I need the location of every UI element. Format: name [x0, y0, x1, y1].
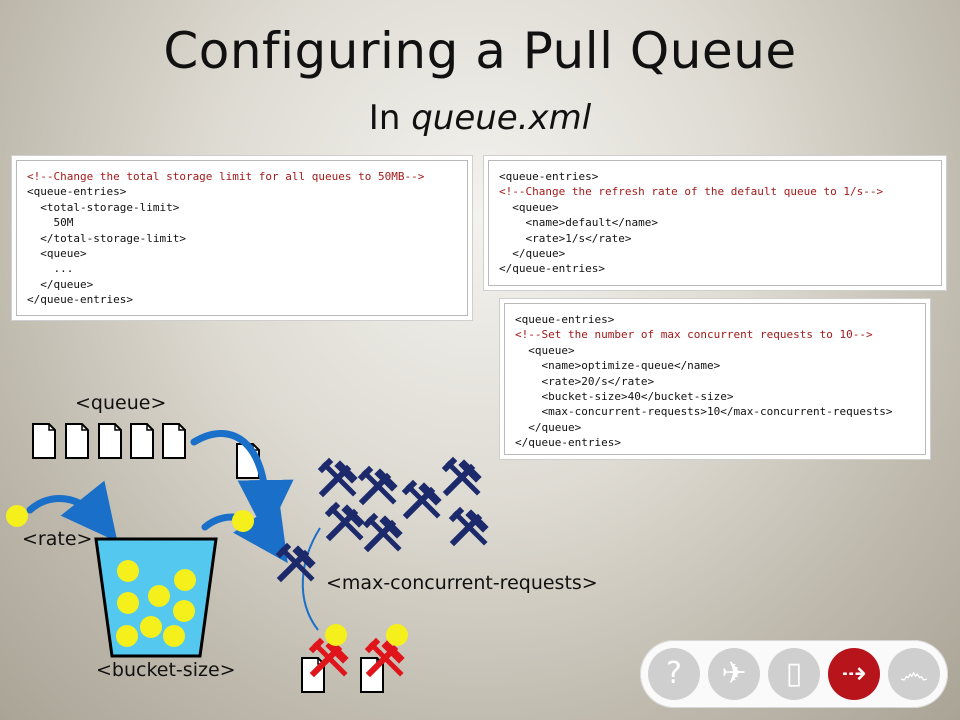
bucket-token [117, 560, 139, 582]
code-block-max-concurrent: <queue-entries> <!--Set the number of max… [504, 303, 926, 455]
next-icon[interactable]: ⇢ [828, 648, 880, 700]
fan-arrows [301, 527, 321, 631]
task-doc [32, 423, 56, 459]
worker-tools-idle [280, 461, 484, 578]
code-line: </queue> [499, 247, 566, 261]
worker-tool-icon [446, 461, 477, 492]
busy-workers [301, 624, 408, 693]
rate-token [6, 505, 28, 527]
code-line: <!--Set the number of max concurrent req… [515, 328, 873, 342]
code-line: <queue> [27, 247, 87, 261]
code-line: <queue-entries> [499, 170, 599, 183]
code-line: <max-concurrent-requests>10</max-concurr… [515, 405, 893, 419]
worker-tool-icon [329, 506, 360, 537]
code-line: <queue-entries> [515, 313, 615, 326]
bucket-token [174, 569, 196, 591]
code-line: ... [27, 262, 74, 276]
code-block-storage-limit: <!--Change the total storage limit for a… [16, 160, 468, 316]
worker-tool-icon [406, 484, 437, 515]
max-concurrent-label: <max-concurrent-requests> [326, 572, 598, 594]
code-line: </queue> [27, 277, 94, 291]
task-doc [98, 423, 122, 459]
subtitle-filename: queue.xml [411, 98, 592, 138]
queue-label: <queue> [75, 392, 167, 414]
code-line: <queue> [515, 343, 575, 357]
bucket-token [117, 592, 139, 614]
code-line: </queue-entries> [499, 262, 605, 276]
code-line: <bucket-size>40</bucket-size> [515, 390, 734, 404]
subtitle-prefix: In [368, 98, 412, 138]
task-doc [130, 423, 154, 459]
code-line: <rate>1/s</rate> [499, 231, 632, 245]
code-line: <!--Change the refresh rate of the defau… [499, 185, 884, 199]
consumed-token [325, 624, 347, 646]
code-line: <queue> [499, 200, 559, 214]
bucket-token [173, 600, 195, 622]
bucket-token [140, 616, 162, 638]
worker-tool-icon [322, 462, 353, 493]
glasses-icon[interactable]: ෴ [888, 648, 940, 700]
worker-tool-icon [362, 470, 393, 501]
code-line: <!--Change the total storage limit for a… [27, 170, 425, 183]
bucket-token [163, 625, 185, 647]
code-content: <queue-entries> <!--Set the number of max… [505, 304, 925, 459]
rate-label: <rate> [22, 528, 93, 550]
code-line: <name>optimize-queue</name> [515, 359, 721, 373]
bucket-size-label: <bucket-size> [96, 659, 236, 681]
slide-nav-bar: ? ✈ ▯ ⇢ ෴ [640, 640, 948, 708]
token-bucket [94, 537, 218, 658]
code-line: </queue-entries> [27, 293, 133, 307]
code-line: <name>default</name> [499, 216, 658, 230]
code-line: </queue-entries> [515, 436, 621, 450]
code-content: <queue-entries> <!--Change the refresh ra… [489, 161, 941, 285]
worker-tool-icon [453, 511, 484, 542]
code-content: <!--Change the total storage limit for a… [17, 161, 467, 316]
help-icon[interactable]: ? [648, 648, 700, 700]
code-line: </queue> [515, 420, 582, 434]
slide-subtitle: In queue.xml [0, 98, 960, 138]
worker-tool-icon [280, 547, 311, 578]
code-line: <rate>20/s</rate> [515, 374, 655, 388]
task-doc [65, 423, 89, 459]
rate-token [232, 510, 254, 532]
code-line: 50M [27, 216, 74, 230]
arrow-rate-into-bucket [26, 480, 118, 542]
code-line: </total-storage-limit> [27, 231, 186, 245]
fan-line [301, 527, 321, 631]
bucket-token [148, 585, 170, 607]
code-line: <total-storage-limit> [27, 200, 180, 214]
arrow-queue-to-worker [190, 430, 294, 536]
code-block-refresh-rate: <queue-entries> <!--Change the refresh ra… [488, 160, 942, 286]
slide-title: Configuring a Pull Queue [163, 22, 797, 80]
consumed-token [386, 624, 408, 646]
code-line: <queue-entries> [27, 185, 127, 199]
bucket-token [116, 625, 138, 647]
cabinet-icon[interactable]: ▯ [768, 648, 820, 700]
airplane-icon[interactable]: ✈ [708, 648, 760, 700]
worker-tool-icon [367, 517, 398, 548]
task-doc [162, 423, 186, 459]
